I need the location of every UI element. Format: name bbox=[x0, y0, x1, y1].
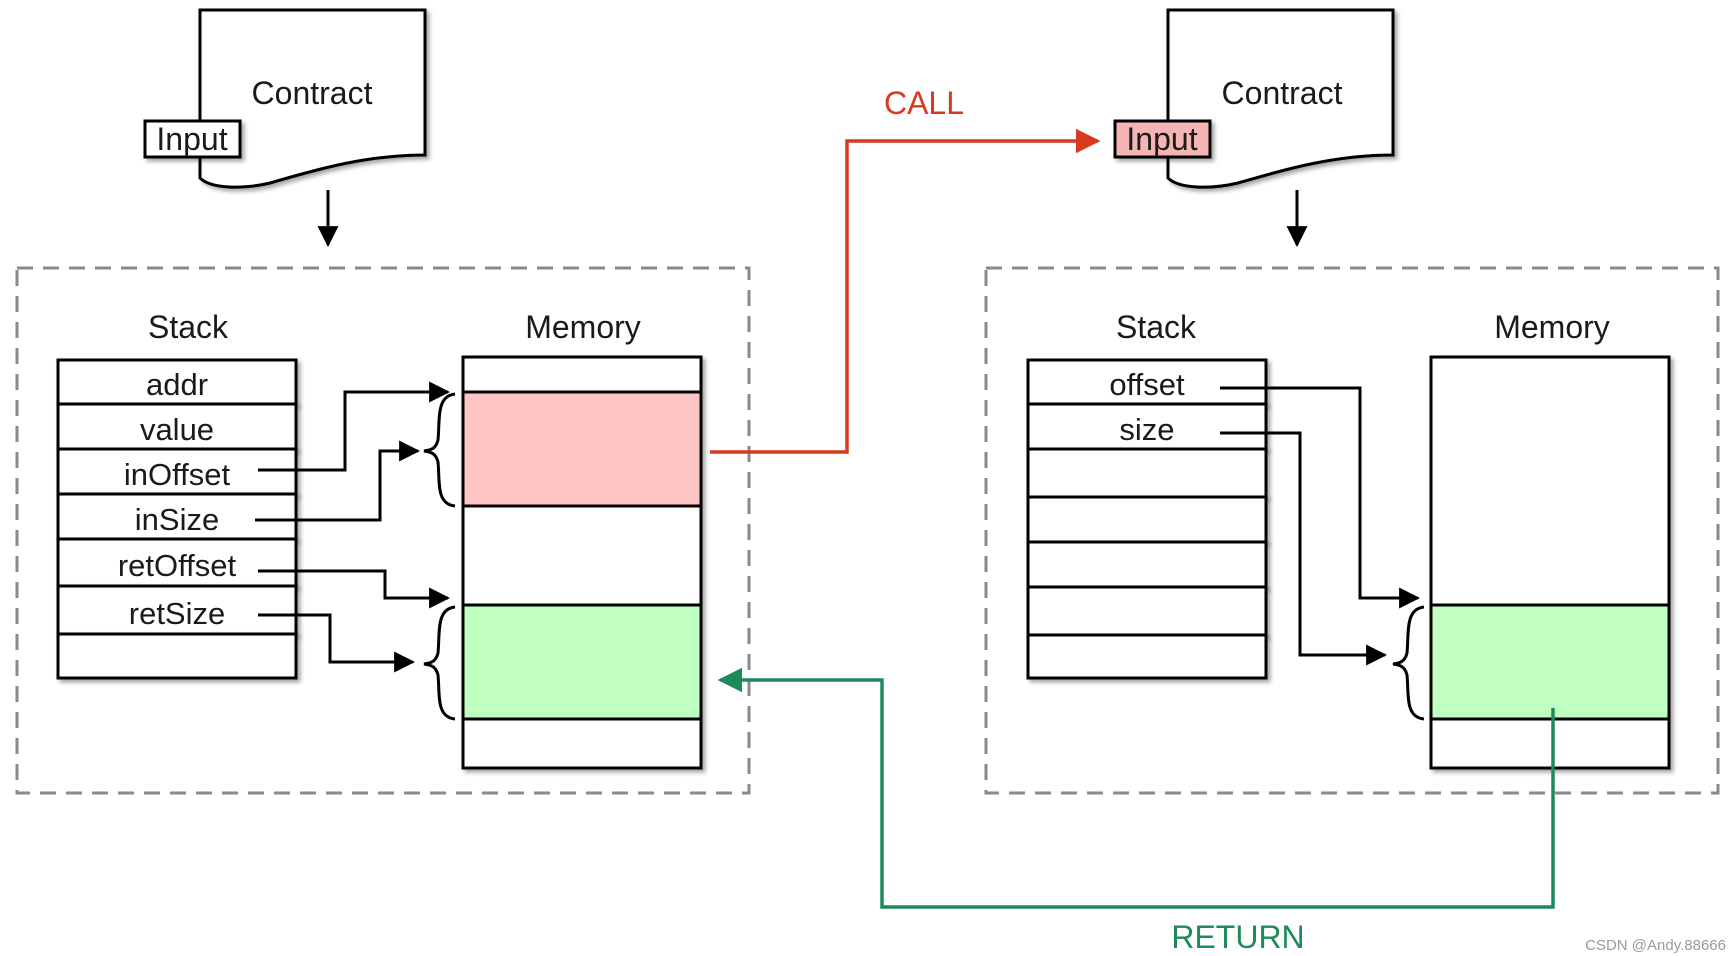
callee-memory bbox=[1429, 355, 1671, 770]
callee-stack-cell: offset bbox=[1109, 367, 1185, 402]
caller-return-region bbox=[461, 603, 703, 721]
caller-pointer-arrows bbox=[255, 381, 451, 673]
caller-stack-label: Stack bbox=[148, 309, 229, 345]
caller-stack-cell: inSize bbox=[135, 502, 219, 537]
caller-memory bbox=[461, 355, 703, 770]
callee-memory-label: Memory bbox=[1494, 309, 1610, 345]
caller-stack-cell: value bbox=[140, 412, 214, 447]
caller-contract-label: Contract bbox=[252, 75, 373, 111]
watermark: CSDN @Andy.88666 bbox=[1585, 937, 1726, 954]
call-arrow bbox=[710, 128, 1101, 454]
return-label: RETURN bbox=[1171, 919, 1304, 955]
call-label: CALL bbox=[884, 85, 964, 121]
callee-contract-label: Contract bbox=[1222, 75, 1343, 111]
return-flow: RETURN bbox=[717, 667, 1555, 955]
callee-stack-label: Stack bbox=[1116, 309, 1197, 345]
caller-stack-cell: retSize bbox=[129, 596, 225, 631]
caller-frame bbox=[15, 266, 751, 795]
callee-stack bbox=[1026, 358, 1268, 680]
caller-stack-cell: retOffset bbox=[118, 548, 237, 583]
callee-input-label: Input bbox=[1126, 121, 1197, 157]
caller-stack-cell: addr bbox=[146, 367, 208, 402]
caller-stack bbox=[56, 358, 298, 680]
callee-return-brace bbox=[1392, 605, 1425, 721]
input-brace bbox=[423, 392, 456, 508]
caller-input-box bbox=[143, 119, 242, 159]
callee-pointer-arrows bbox=[1220, 386, 1421, 666]
callee-context: Contract Input Stack Memory offset size bbox=[984, 8, 1720, 795]
callee-input-box bbox=[1113, 119, 1212, 159]
caller-contract-document: Contract Input bbox=[143, 8, 427, 189]
caller-input-region bbox=[461, 390, 703, 508]
caller-stack-cell: inOffset bbox=[124, 457, 231, 492]
caller-input-label: Input bbox=[156, 121, 227, 157]
return-brace bbox=[423, 605, 456, 721]
callee-frame bbox=[984, 266, 1720, 795]
call-flow: CALL bbox=[710, 85, 1101, 454]
caller-context: Contract Input Stack Memory addr value i… bbox=[15, 8, 751, 795]
callee-contract-document: Contract Input bbox=[1113, 8, 1395, 189]
return-arrow bbox=[717, 667, 1555, 909]
caller-memory-label: Memory bbox=[525, 309, 641, 345]
callee-stack-cell: size bbox=[1119, 412, 1174, 447]
callee-return-region bbox=[1429, 603, 1671, 721]
